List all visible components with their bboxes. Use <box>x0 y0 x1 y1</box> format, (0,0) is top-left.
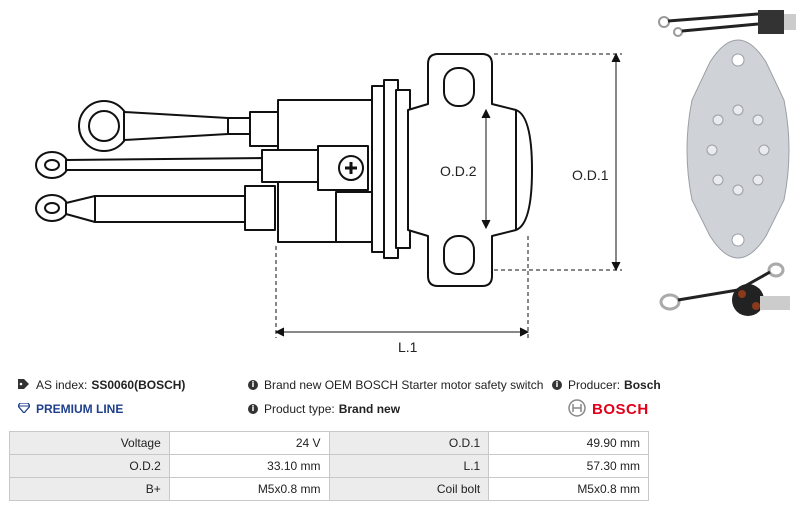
photo-flange-view <box>686 39 790 259</box>
tag-icon <box>18 378 30 392</box>
spec-value: M5x0.8 mm <box>488 477 649 501</box>
as-index: AS index: SS0060(BOSCH) <box>18 378 185 392</box>
spec-value: 33.10 mm <box>168 454 330 478</box>
info-icon: i <box>248 404 258 414</box>
dim-od2-label: O.D.2 <box>440 163 477 179</box>
spec-value: 49.90 mm <box>488 431 649 455</box>
producer-label: Producer: <box>568 378 621 392</box>
spec-label: L.1 <box>328 454 490 478</box>
spec-label: B+ <box>9 477 170 501</box>
bosch-logo-text: BOSCH <box>592 401 649 418</box>
premium-line-label: PREMIUM LINE <box>36 402 124 416</box>
premium-line: PREMIUM LINE <box>17 402 124 416</box>
spec-label: O.D.2 <box>9 454 170 478</box>
mounting-flange <box>407 53 533 287</box>
diamond-icon <box>17 402 31 416</box>
table-row: B+ M5x0.8 mm Coil bolt M5x0.8 mm <box>9 477 649 501</box>
brand-logo: BOSCH <box>568 399 649 420</box>
spec-label: O.D.1 <box>328 431 490 455</box>
technical-drawing: O.D.2 O.D.1 L.1 <box>35 52 622 355</box>
producer: i Producer: Bosch <box>552 378 661 392</box>
product-info: AS index: SS0060(BOSCH) PREMIUM LINE i B… <box>0 372 800 428</box>
spec-label: Voltage <box>9 431 170 455</box>
producer-value: Bosch <box>624 378 661 392</box>
product-type-label: Product type: <box>264 402 335 416</box>
spec-label: Coil bolt <box>328 477 490 501</box>
spec-value: M5x0.8 mm <box>168 477 330 501</box>
dim-l1-label: L.1 <box>398 339 418 355</box>
photo-terminal-view <box>659 262 790 316</box>
description: i Brand new OEM BOSCH Starter motor safe… <box>248 378 543 392</box>
product-photos <box>658 10 796 316</box>
description-text: Brand new OEM BOSCH Starter motor safety… <box>264 378 544 392</box>
specs-table: Voltage 24 V O.D.1 49.90 mm O.D.2 33.10 … <box>9 431 649 501</box>
info-icon: i <box>552 380 562 390</box>
as-index-value: SS0060(BOSCH) <box>91 378 186 392</box>
bosch-logo-icon <box>568 399 586 420</box>
table-row: Voltage 24 V O.D.1 49.90 mm <box>9 431 649 455</box>
table-row: O.D.2 33.10 mm L.1 57.30 mm <box>9 454 649 478</box>
photo-side-view <box>658 10 796 37</box>
info-icon: i <box>248 380 258 390</box>
spec-value: 57.30 mm <box>488 454 649 478</box>
spec-value: 24 V <box>168 431 330 455</box>
product-type-value: Brand new <box>338 402 401 416</box>
dim-od1-label: O.D.1 <box>572 167 609 183</box>
product-type: i Product type: Brand new <box>248 402 400 416</box>
as-index-label: AS index: <box>36 378 88 392</box>
